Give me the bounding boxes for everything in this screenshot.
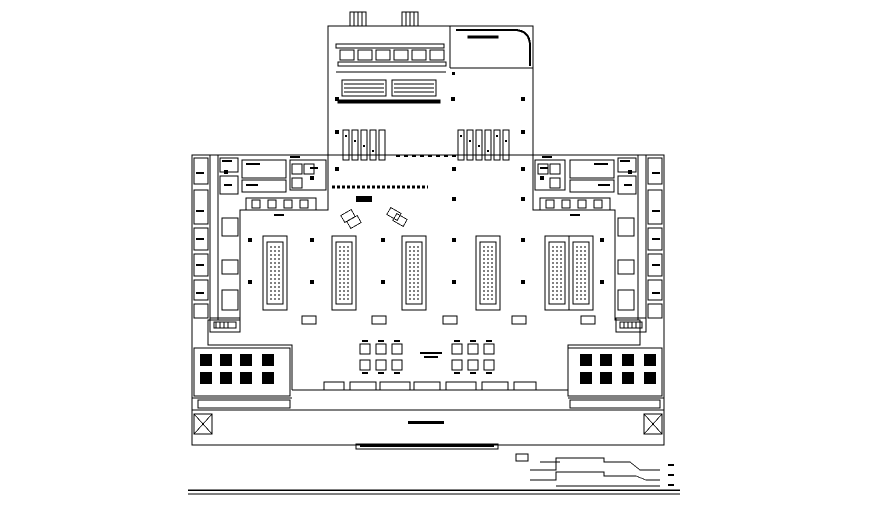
forecourt-corner-east (643, 413, 663, 435)
center-dining (359, 343, 495, 371)
forecourt-bar (408, 421, 444, 424)
east-entrance (615, 317, 647, 333)
sculpture-right (386, 206, 408, 228)
north-wing-outline (327, 25, 534, 156)
forecourt-corner-west (193, 413, 213, 435)
site-section (188, 443, 680, 495)
south-doors (323, 381, 537, 391)
escalator-2 (331, 235, 357, 311)
north-entrances (349, 11, 419, 27)
north-wing (327, 11, 534, 161)
west-wing-marks (196, 156, 318, 294)
north-seating (342, 129, 510, 161)
escalator-4 (475, 235, 501, 311)
kitchen-equipment (335, 43, 447, 104)
west-entrance (209, 317, 241, 333)
west-wing (193, 155, 327, 320)
north-columns (335, 72, 525, 101)
north-seating-ticks (345, 135, 507, 152)
north-ramp (456, 29, 531, 66)
hall-columns (248, 130, 604, 284)
escalator-1 (262, 235, 288, 311)
escalator-bank (262, 235, 594, 311)
center-dining-chairs (362, 340, 492, 374)
info-counter (356, 196, 372, 202)
building-perimeter (191, 154, 665, 446)
escalator-6 (568, 235, 594, 311)
escalator-3 (401, 235, 427, 311)
north-label-bar (467, 35, 499, 39)
east-wing-marks (540, 156, 660, 294)
forecourt (193, 413, 663, 435)
sculpture-left (340, 208, 362, 230)
south-dining-west (193, 347, 291, 409)
south-dining-east (567, 347, 663, 409)
east-wing (534, 155, 663, 320)
main-hall (248, 130, 604, 391)
info-kiosks (301, 315, 596, 325)
